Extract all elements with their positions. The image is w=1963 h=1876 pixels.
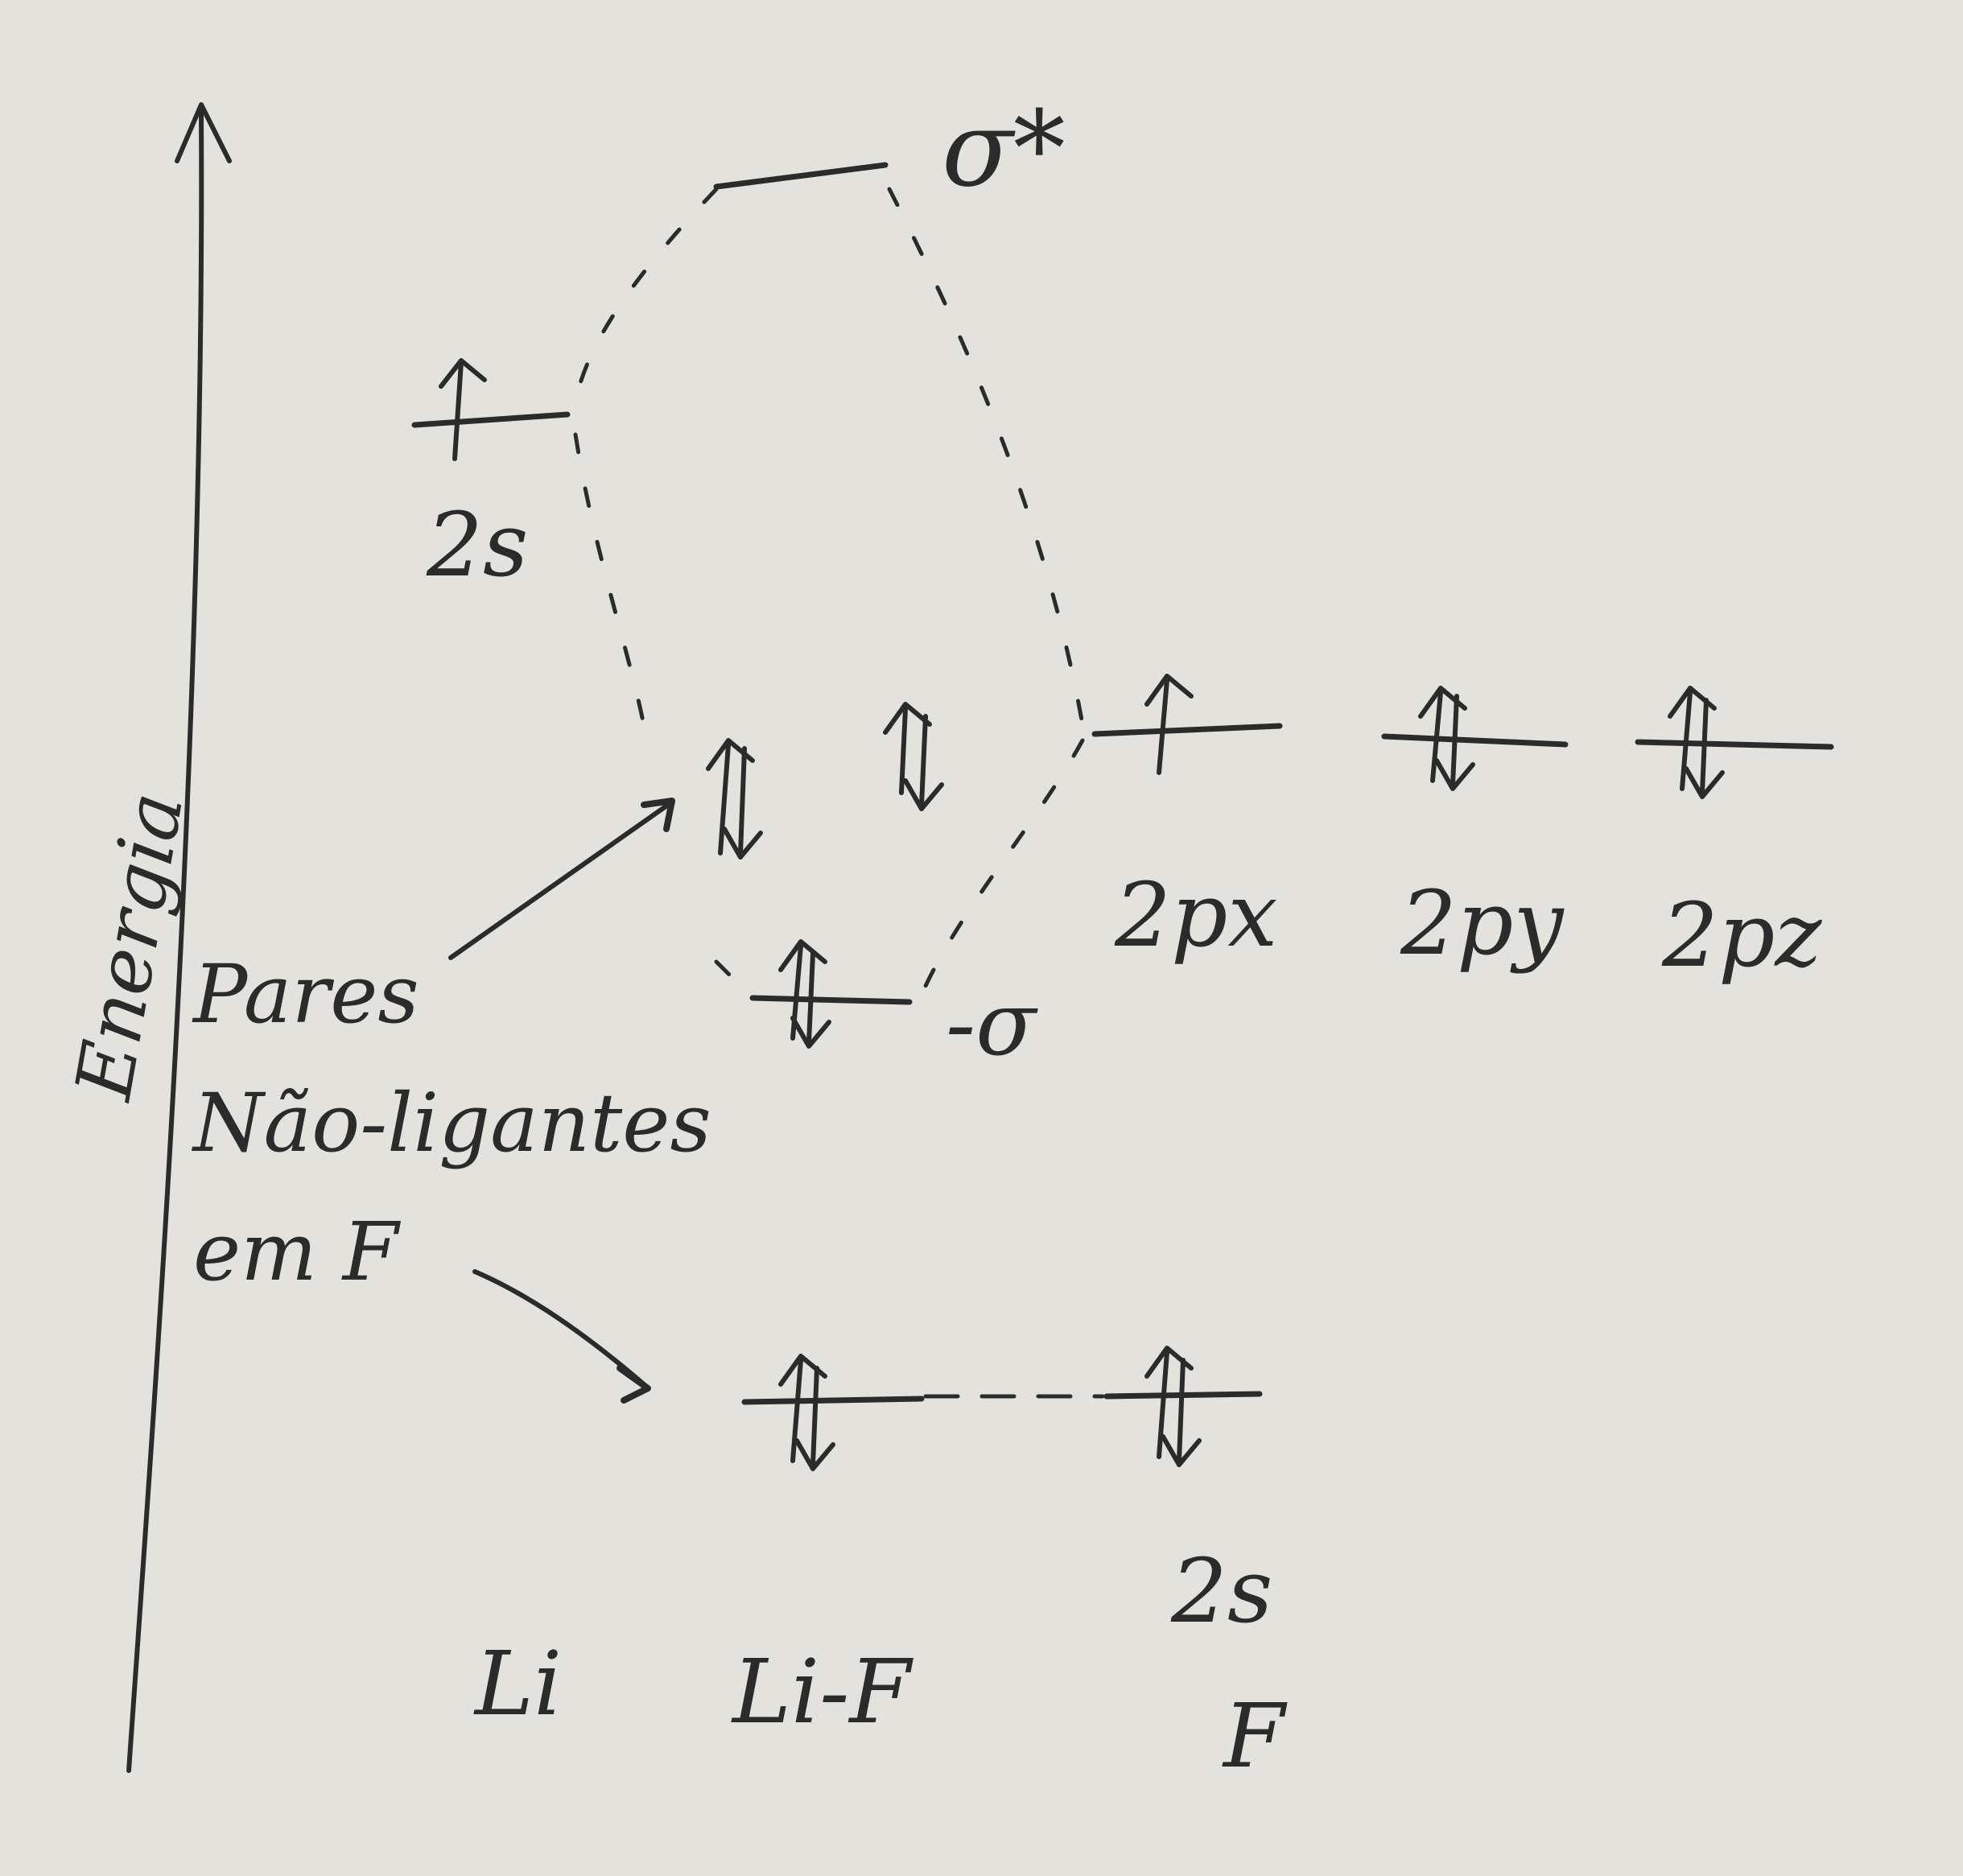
- nonbonding-annotation: Pares Não-ligantes em F: [192, 798, 711, 1404]
- li-2s-level: 2s: [411, 358, 571, 596]
- sigma-level: -σ: [749, 939, 1038, 1075]
- nonbonding-pair-1: [706, 738, 763, 860]
- energy-axis-line: [126, 110, 204, 1773]
- sigma-star-level: σ*: [713, 88, 1066, 210]
- li-2s-label: 2s: [426, 493, 528, 596]
- lif-2s-line: [741, 1396, 925, 1405]
- pair-1-electron-down: [722, 746, 763, 860]
- lif-2s-electron-down: [794, 1366, 835, 1471]
- f-2px-level: 2px: [1091, 674, 1283, 967]
- dash-sigma-left-tick: [714, 959, 759, 1000]
- f-2py-label: 2py: [1400, 872, 1565, 975]
- f-2pz-line: [1635, 739, 1834, 750]
- dash-li-2s-to-pairs: [573, 432, 650, 751]
- pair-2-electron-up: [883, 702, 932, 795]
- annotation-line-3: em F: [193, 1205, 402, 1299]
- f-2pz-label: 2pz: [1661, 884, 1822, 987]
- f-2pz-electron-down: [1684, 698, 1725, 799]
- li-2s-line: [411, 411, 571, 428]
- sigma-label: -σ: [946, 972, 1038, 1075]
- sigma-star-line: [713, 162, 889, 190]
- sigma-star-label: σ*: [942, 88, 1066, 210]
- f-2px-electron-up: [1144, 674, 1194, 775]
- f-2py-electron-down: [1434, 694, 1475, 791]
- f-2s-electron-down: [1161, 1358, 1202, 1467]
- li-2s-electron-up: [439, 358, 487, 461]
- arrow-to-2s-head: [617, 1365, 651, 1404]
- nonbonding-pairs: [706, 702, 944, 860]
- f-2s-label: 2s: [1170, 1540, 1272, 1643]
- sigma-electron-down: [790, 951, 831, 1049]
- column-labels: Li Li-F F: [473, 1632, 1288, 1787]
- arrow-to-pairs: [448, 802, 670, 960]
- pair-2-electron-down: [903, 714, 944, 811]
- dash-f-2px-to-sigma: [923, 738, 1085, 988]
- nonbonding-pair-2: [883, 702, 944, 811]
- dash-f-2px-to-sigma-star: [887, 187, 1085, 727]
- energy-axis-arrowhead: [175, 102, 232, 163]
- f-2p-levels: 2px 2py 2pz: [1091, 674, 1834, 987]
- f-2s-level: 2s: [1103, 1346, 1272, 1643]
- column-label-lif: Li-F: [731, 1640, 913, 1743]
- arrow-to-pairs-head: [641, 798, 675, 832]
- f-2py-line: [1381, 733, 1569, 748]
- annotation-line-2: Não-ligantes: [192, 1076, 711, 1170]
- f-2py-level: 2py: [1381, 686, 1569, 975]
- f-2px-label: 2px: [1114, 864, 1277, 967]
- energy-axis: Energia: [58, 102, 232, 1773]
- column-label-li: Li: [473, 1632, 562, 1735]
- lif-2s-level: [741, 1354, 925, 1471]
- correlation-lines: [573, 187, 1105, 1399]
- annotation-line-1: Pares: [192, 947, 419, 1041]
- sigma-electron-up: [778, 939, 827, 1041]
- sigma-line: [749, 995, 913, 1005]
- column-label-f: F: [1222, 1684, 1288, 1787]
- f-2px-line: [1091, 723, 1283, 737]
- dash-li-2s-to-sigma-star: [573, 187, 719, 405]
- f-2pz-level: 2pz: [1635, 686, 1834, 987]
